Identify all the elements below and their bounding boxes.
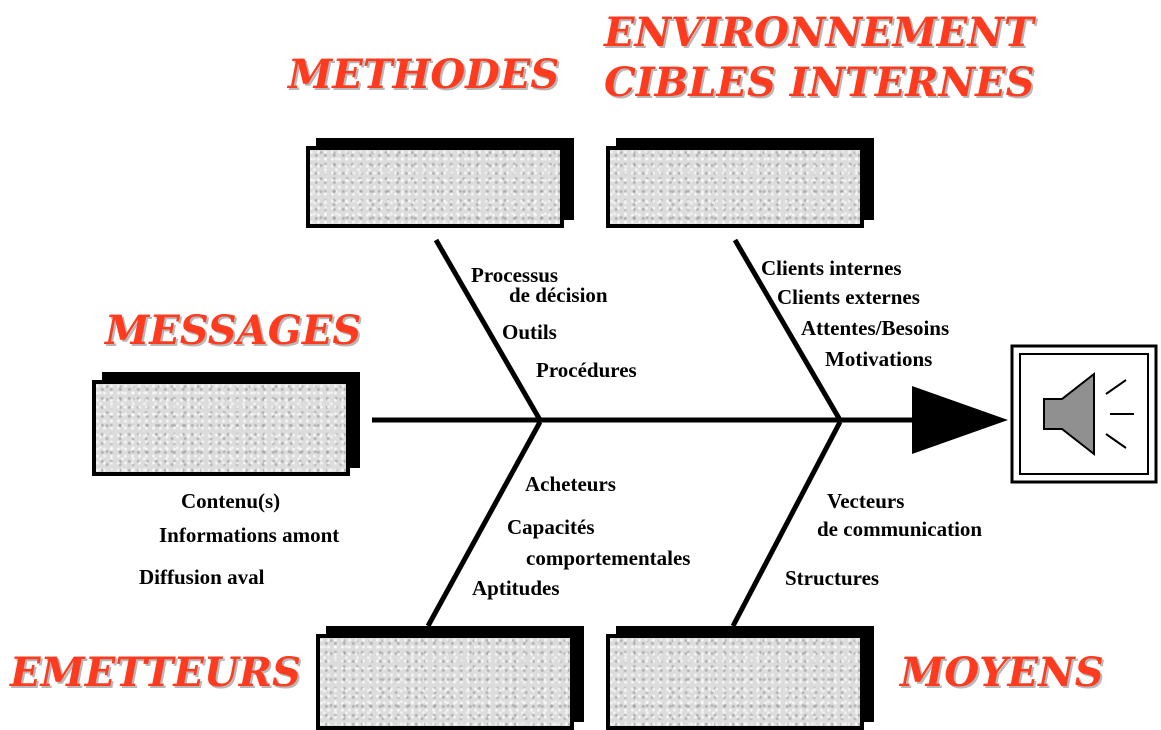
item-vecteurs: Vecteurs (827, 489, 905, 513)
methodes-box (306, 138, 574, 228)
moyens-box (606, 626, 874, 730)
item-attentes-besoins: Attentes/Besoins (801, 316, 950, 340)
item-de-communication: de communication (817, 517, 983, 541)
branch-methodes (433, 238, 543, 422)
item-clients-externes: Clients externes (777, 285, 920, 309)
branch-environnement (732, 238, 843, 422)
messages-box (92, 372, 360, 476)
item-aptitudes: Aptitudes (472, 576, 560, 600)
category-moyens: MOYENS (900, 649, 1104, 696)
category-environnement: ENVIRONNEMENT (604, 9, 1034, 56)
item-informations-amont: Informations amont (159, 523, 340, 547)
item-acheteurs: Acheteurs (525, 472, 616, 496)
item-comportementales: comportementales (526, 546, 691, 570)
item-de-decision: de décision (509, 283, 608, 307)
item-structures: Structures (785, 566, 880, 590)
branch-emetteurs (425, 420, 543, 628)
item-capacites: Capacités (507, 515, 595, 539)
item-procedures: Procédures (536, 358, 637, 382)
spine-arrowhead (912, 386, 1008, 454)
category-messages: MESSAGES (105, 307, 362, 354)
item-outils: Outils (502, 320, 557, 344)
category-methodes: METHODES (288, 51, 560, 98)
item-clients-internes: Clients internes (761, 256, 902, 280)
item-processus: Processus (471, 263, 559, 287)
item-contenus: Contenu(s) (181, 489, 281, 513)
environnement-box (606, 138, 874, 228)
speaker-icon (1010, 344, 1158, 484)
branch-moyens (730, 420, 843, 628)
emetteurs-box (316, 626, 584, 730)
item-diffusion-aval: Diffusion aval (139, 565, 265, 589)
category-emetteurs: EMETTEURS (10, 649, 301, 696)
item-motivations: Motivations (825, 347, 933, 371)
category-cibles-internes: CIBLES INTERNES (604, 59, 1035, 106)
